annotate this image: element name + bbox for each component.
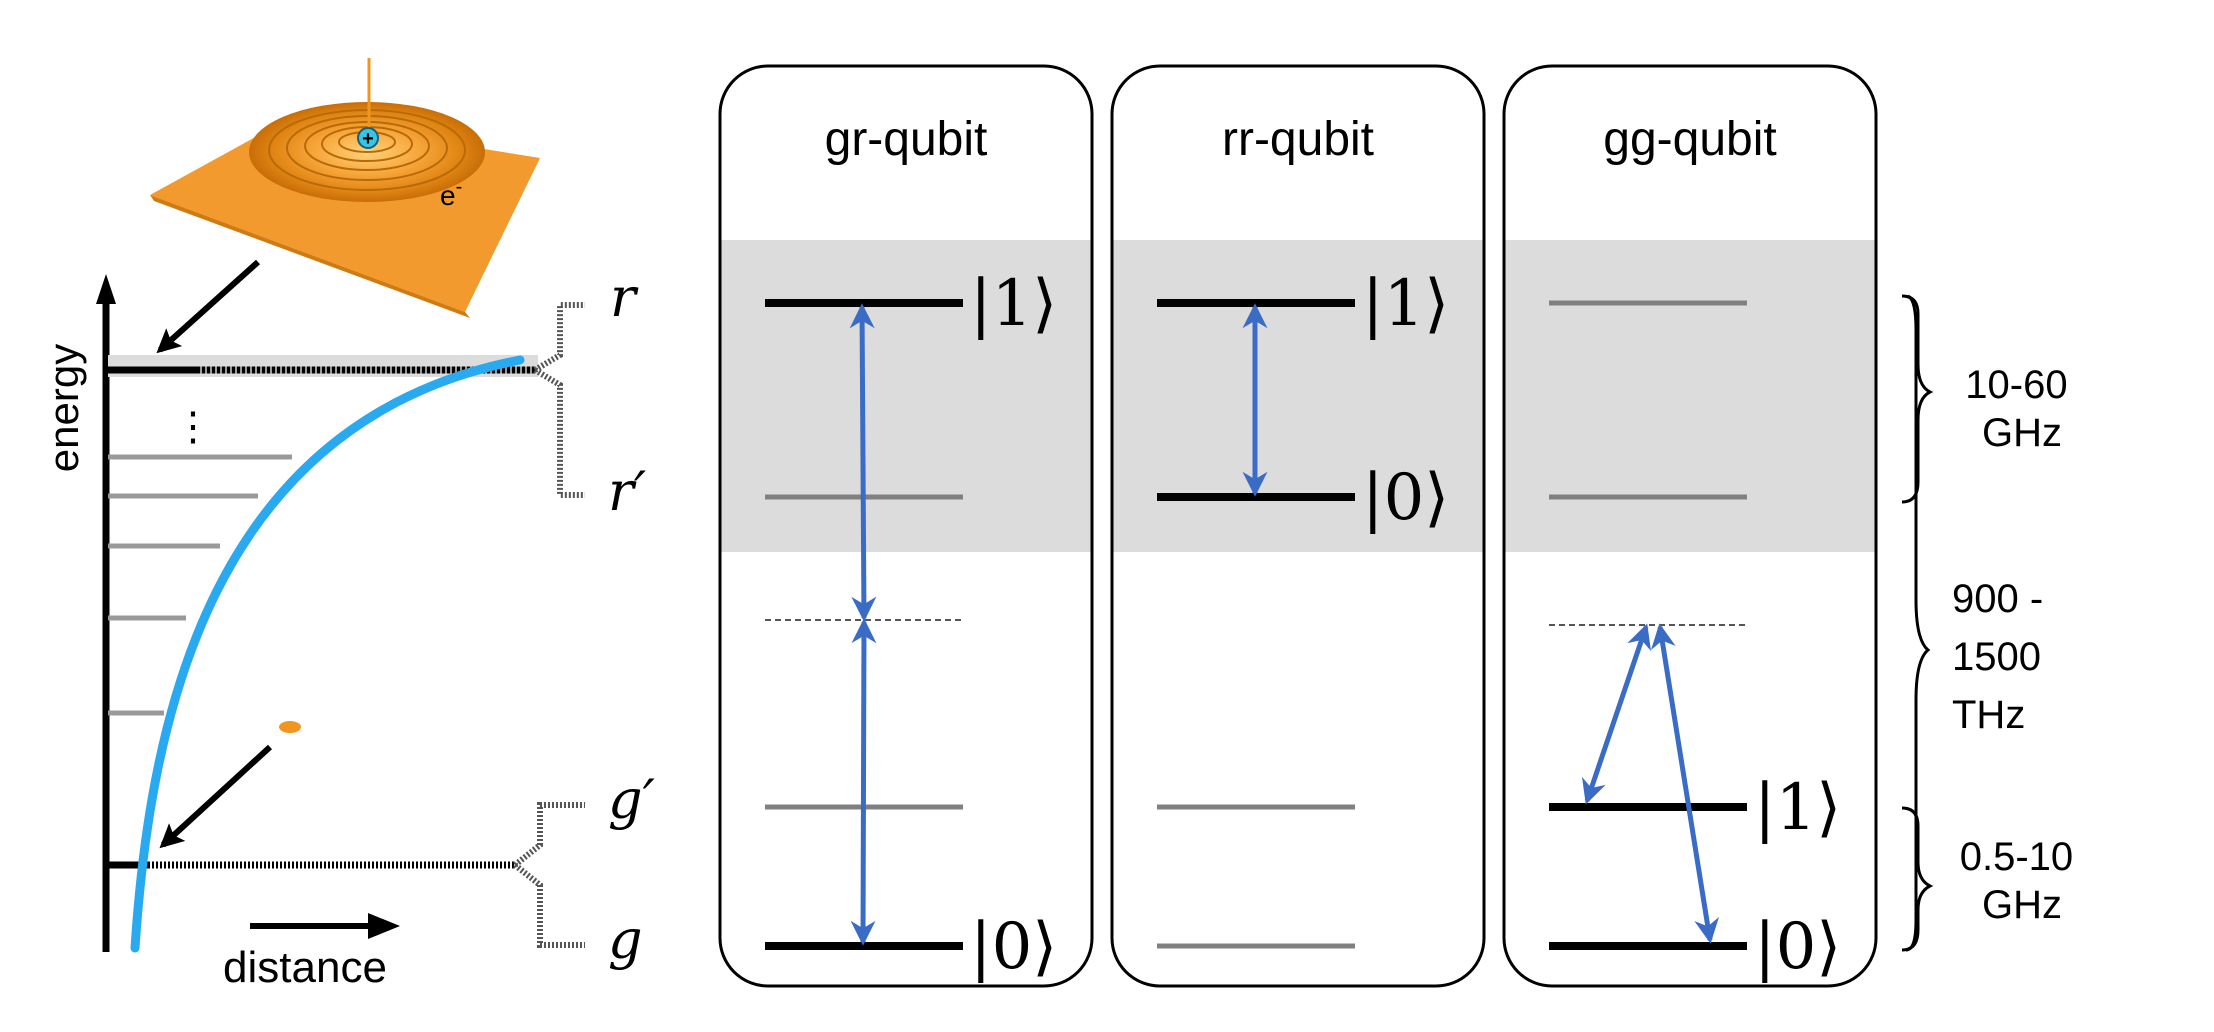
state-label-r-prime: r′: [608, 460, 646, 523]
panel-rr-qubit: rr-qubit |1⟩ |0⟩: [1110, 64, 1486, 988]
panel-title: rr-qubit: [1222, 113, 1374, 166]
transition-arrow: [1581, 623, 1652, 805]
ket-one-label: |1⟩: [970, 267, 1057, 341]
energy-axes: energy ⋮ distance: [40, 274, 538, 992]
transition-arrow: [850, 618, 877, 946]
transition-arrow: [1651, 623, 1719, 944]
level-fine-structure-brackets: [513, 302, 585, 948]
energy-axis-label: energy: [40, 344, 87, 472]
frequency-brackets: [1901, 294, 1934, 952]
energy-axis-arrowhead: [96, 274, 116, 304]
ket-one-label: |1⟩: [1754, 771, 1841, 845]
bracket-middle-label: 900 - 1500 THz: [1952, 577, 2054, 737]
panel-gr-qubit: gr-qubit |1⟩ |0⟩: [718, 64, 1094, 988]
distance-axis-label: distance: [223, 943, 387, 992]
pointer-arrow-upper: [156, 259, 261, 354]
ket-zero-label: |0⟩: [970, 910, 1057, 984]
potential-curve: [130, 355, 525, 953]
rydberg-shade-gg: [1504, 240, 1876, 552]
state-label-g-prime: g′: [608, 768, 655, 831]
bracket-middle: [1905, 294, 1931, 952]
rydberg-shade-gr: [720, 240, 1092, 552]
ground-atom-dot: [279, 721, 301, 733]
panel-title: gr-qubit: [825, 113, 988, 166]
panel-title: gg-qubit: [1603, 113, 1776, 166]
ket-one-label: |1⟩: [1362, 267, 1449, 341]
panel-frame: [718, 64, 1094, 988]
ket-zero-label: |0⟩: [1362, 461, 1449, 535]
transition-arrow: [849, 303, 877, 622]
state-label-r: r: [610, 266, 639, 329]
panel-frame: [1502, 64, 1878, 988]
electron-label: e-: [440, 176, 462, 211]
pointer-arrow-lower: [159, 744, 273, 849]
panel-frame: [1110, 64, 1486, 988]
nucleus-symbol: +: [362, 128, 374, 150]
ket-zero-label: |0⟩: [1754, 910, 1841, 984]
bracket-lower: [1901, 806, 1934, 952]
atom-illustration: + e-: [150, 58, 540, 318]
panel-gg-qubit: gg-qubit |1⟩ |0⟩: [1502, 64, 1878, 988]
levels-ellipsis: ⋮: [173, 405, 213, 449]
state-label-g: g: [608, 908, 643, 971]
bracket-lower-label: 0.5-10 GHz: [1960, 835, 2085, 927]
bracket-upper-label: 10-60 GHz: [1965, 363, 2078, 455]
distance-arrow-head: [368, 913, 400, 939]
nucleus: [357, 127, 379, 149]
